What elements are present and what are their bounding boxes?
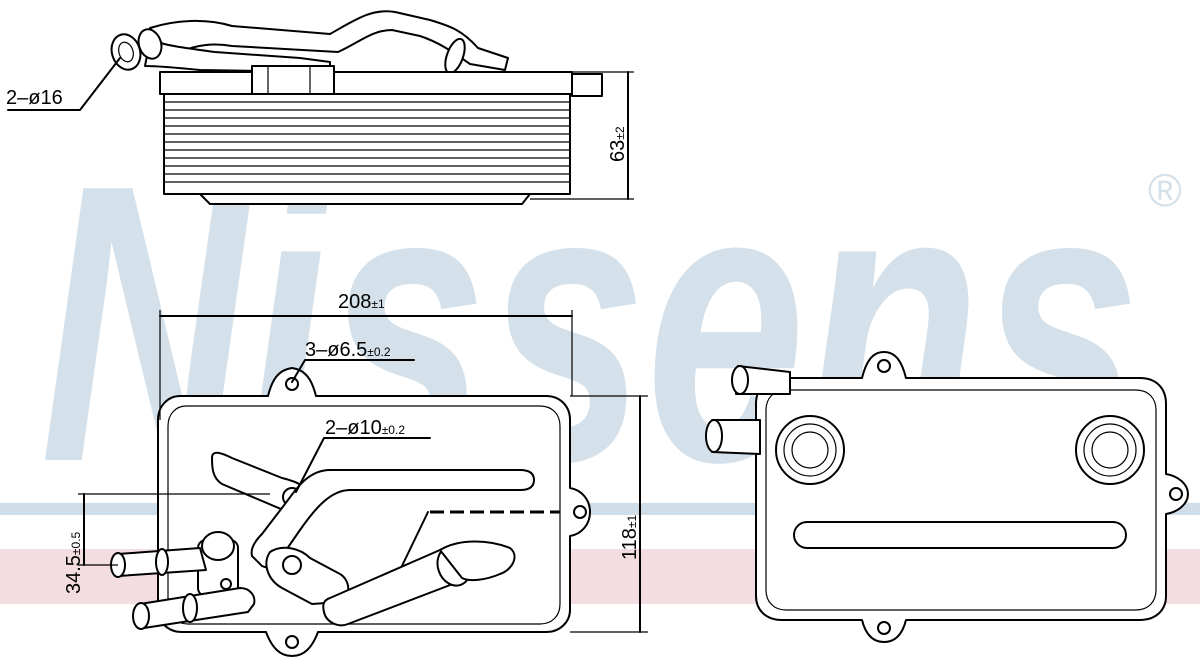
inlet-hose-lower-clamp xyxy=(182,593,198,623)
height-total-value: 63±2 xyxy=(607,126,629,162)
rear-plate-inner-edge xyxy=(765,389,1157,611)
rear-view xyxy=(705,351,1189,643)
large-holes-spec: 2–ø10 xyxy=(325,417,382,439)
inlet-hose-lower-cap xyxy=(132,602,150,630)
height-total-tolerance: ±2 xyxy=(613,126,627,140)
height-total-number: 63 xyxy=(607,140,629,162)
inlet-hose-upper-clamp xyxy=(155,548,169,576)
rear-port-right-inner xyxy=(1091,431,1129,469)
outlet-nozzle xyxy=(439,540,516,582)
small-holes-label: 3–ø6.5±0.2 xyxy=(305,339,391,361)
body-height-label: 118±1 xyxy=(619,515,641,560)
mounting-hole-bottom xyxy=(285,635,299,649)
side-base xyxy=(199,193,531,205)
side-view xyxy=(7,10,634,205)
rear-mounting-hole-top xyxy=(877,359,891,373)
rear-port-left-inner xyxy=(791,431,829,469)
port-offset-label: 34.5±0.5 xyxy=(63,531,85,594)
side-fin-lines xyxy=(164,101,570,183)
hidden-channel-hint xyxy=(399,511,429,571)
large-hole-lower xyxy=(282,555,302,575)
hose-diameter-label: 2–ø16 xyxy=(6,87,63,109)
rear-port-right-mid xyxy=(1083,423,1137,477)
rear-port-right-outer xyxy=(1075,415,1145,485)
side-port-inner-1 xyxy=(118,41,134,63)
inlet-small-hole xyxy=(220,578,232,590)
rear-port-left-mid xyxy=(783,423,837,477)
small-holes-spec: 3–ø6.5 xyxy=(305,339,367,361)
width-number: 208 xyxy=(338,291,371,313)
large-holes-tolerance: ±0.2 xyxy=(382,423,406,437)
side-flange xyxy=(571,73,603,97)
body-height-number: 118 xyxy=(619,528,641,560)
width-tolerance: ±1 xyxy=(371,297,385,311)
rear-pipe-stub-lower-cap xyxy=(705,419,723,453)
rear-mounting-hole-right xyxy=(1169,487,1183,501)
side-port-ring-2 xyxy=(137,28,163,60)
mounting-hole-top xyxy=(285,377,299,391)
upper-long-channel xyxy=(250,469,535,569)
front-view xyxy=(78,310,648,657)
large-holes-label: 2–ø10±0.2 xyxy=(325,417,405,439)
rear-long-slot xyxy=(793,521,1127,549)
width-label: 208±1 xyxy=(338,291,385,313)
mounting-hole-right xyxy=(573,505,587,519)
side-hose-upper xyxy=(149,10,509,71)
rear-mounting-hole-bottom xyxy=(877,621,891,635)
large-holes-leader xyxy=(295,437,431,493)
body-height-value: 118±1 xyxy=(619,515,641,560)
front-plate-inner-edge xyxy=(167,405,561,625)
side-fin-stack xyxy=(163,93,571,195)
side-center-boss xyxy=(251,65,335,97)
small-holes-tolerance: ±0.2 xyxy=(367,345,391,359)
port-offset-tolerance: ±0.5 xyxy=(69,531,83,555)
height-total-label: 63±2 xyxy=(607,126,629,162)
rear-plate-outline xyxy=(755,351,1189,643)
registered-mark: ® xyxy=(1148,164,1182,216)
small-holes-leader xyxy=(291,359,415,383)
port-offset-number: 34.5 xyxy=(63,555,85,594)
body-height-tolerance: ±1 xyxy=(625,515,639,529)
hose-diameter-leader xyxy=(7,57,121,111)
rear-pipe-stub-upper-cap xyxy=(731,365,749,395)
side-top-plate xyxy=(159,71,573,95)
port-offset-value: 34.5±0.5 xyxy=(63,531,85,594)
side-hose-lower xyxy=(144,39,331,73)
rear-port-left-outer xyxy=(775,415,845,485)
front-plate-outline xyxy=(157,367,591,657)
inlet-block-ring xyxy=(201,531,235,561)
